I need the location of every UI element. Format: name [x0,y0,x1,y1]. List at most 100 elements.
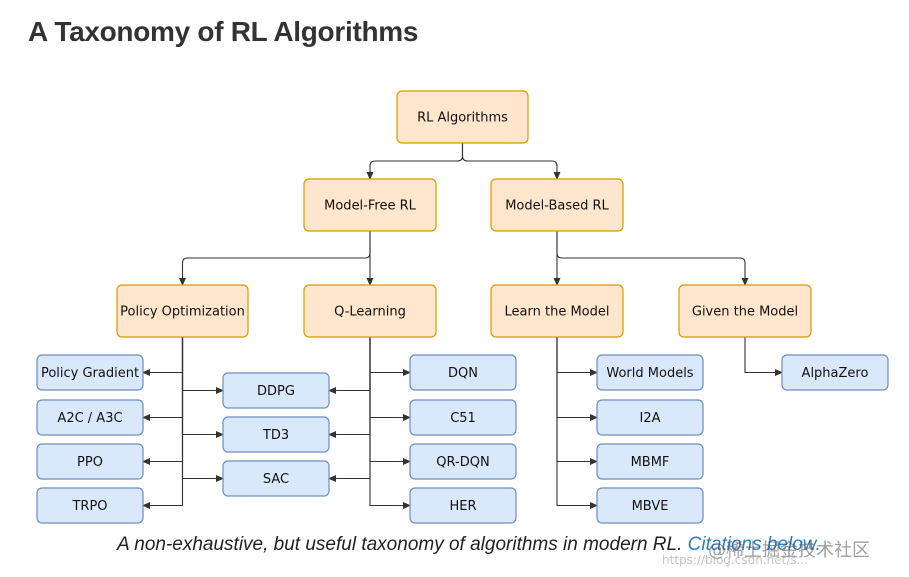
edge-mb-gm [556,231,749,286]
node-label-c51: C51 [450,411,476,426]
node-label-her: HER [449,499,476,514]
node-box-dqn [409,354,517,391]
node-label-mbve: MBVE [632,499,669,514]
node-lm: Learn the Model [490,284,624,338]
node-label-mbmf: MBMF [631,455,670,470]
edges-layer [142,143,783,509]
node-trpo: TRPO [36,487,144,524]
node-her: HER [409,487,517,524]
node-box-mbve [596,487,704,524]
edge-lm-mbmf [556,337,598,465]
node-td3: TD3 [222,416,330,453]
node-label-lm: Learn the Model [505,305,610,320]
node-a2c: A2C / A3C [36,399,144,436]
node-c51: C51 [409,399,517,436]
node-label-mb: Model-Based RL [505,199,609,214]
edge-po-ppo [142,337,184,465]
node-label-trpo: TRPO [71,499,107,514]
edge-gm-az [744,337,783,376]
node-box-lm [490,284,624,338]
node-box-ql [303,284,437,338]
node-label-ql: Q-Learning [334,305,406,320]
node-qrdqn: QR-DQN [409,443,517,480]
node-ddpg: DDPG [222,372,330,409]
node-box-az [781,354,889,391]
edge-po-pg [142,337,184,376]
node-mf: Model-Free RL [303,178,437,232]
edge-ql-td3 [328,337,371,438]
node-box-c51 [409,399,517,436]
watermark-url: https://blog.csdn.net/s... [662,553,809,567]
node-label-sac: SAC [263,472,289,487]
node-sac: SAC [222,460,330,497]
node-gm: Given the Model [678,284,812,338]
node-box-ddpg [222,372,330,409]
edge-ql-her [369,337,411,509]
edge-po-ddpg [181,337,224,394]
node-ql: Q-Learning [303,284,437,338]
edge-lm-mbve [556,337,598,509]
node-pg: Policy Gradient [36,354,144,391]
edge-rl-mf [366,143,464,180]
edge-ql-dqn [369,337,411,376]
node-mbmf: MBMF [596,443,704,480]
node-label-po: Policy Optimization [120,305,245,320]
node-mb: Model-Based RL [490,178,624,232]
node-box-mb [490,178,624,232]
node-rl: RL Algorithms [396,90,529,144]
node-box-qrdqn [409,443,517,480]
node-box-mbmf [596,443,704,480]
edge-po-sac [181,337,224,482]
node-label-i2a: I2A [640,411,661,426]
edge-ql-sac [328,337,371,482]
edge-po-td3 [181,337,224,438]
node-box-gm [678,284,812,338]
edge-po-trpo [142,337,184,509]
edge-lm-i2a [556,337,598,421]
node-wm: World Models [596,354,704,391]
node-po: Policy Optimization [116,284,249,338]
node-label-gm: Given the Model [692,305,798,320]
edge-ql-ddpg [328,337,371,394]
node-label-az: AlphaZero [802,366,869,381]
node-label-mf: Model-Free RL [324,199,416,214]
edge-mf-po [179,231,371,286]
node-dqn: DQN [409,354,517,391]
edge-ql-c51 [369,337,411,421]
node-mbve: MBVE [596,487,704,524]
node-az: AlphaZero [781,354,889,391]
node-box-po [116,284,249,338]
node-label-a2c: A2C / A3C [57,411,122,426]
node-box-pg [36,354,144,391]
node-label-rl: RL Algorithms [417,111,508,126]
caption-text: A non-exhaustive, but useful taxonomy of… [117,534,683,555]
node-label-qrdqn: QR-DQN [436,455,489,470]
node-box-td3 [222,416,330,453]
node-label-ddpg: DDPG [257,384,295,399]
node-i2a: I2A [596,399,704,436]
edge-rl-mb [461,143,561,180]
node-label-dqn: DQN [448,366,478,381]
node-box-a2c [36,399,144,436]
node-box-wm [596,354,704,391]
page-title: A Taxonomy of RL Algorithms [28,16,419,47]
figure-caption: A non-exhaustive, but useful taxonomy of… [117,534,821,556]
node-box-sac [222,460,330,497]
edge-lm-wm [556,337,598,376]
node-box-her [409,487,517,524]
node-label-pg: Policy Gradient [41,366,139,381]
node-ppo: PPO [36,443,144,480]
node-label-td3: TD3 [262,428,289,443]
node-box-mf [303,178,437,232]
edge-po-a2c [142,337,184,421]
node-box-ppo [36,443,144,480]
citations-link[interactable]: Citations below. [687,534,821,555]
edge-ql-qrdqn [369,337,411,465]
node-box-i2a [596,399,704,436]
watermark: @稀土掘金技术社区 [708,540,870,561]
node-label-wm: World Models [606,366,693,381]
node-label-ppo: PPO [77,455,103,470]
node-box-trpo [36,487,144,524]
